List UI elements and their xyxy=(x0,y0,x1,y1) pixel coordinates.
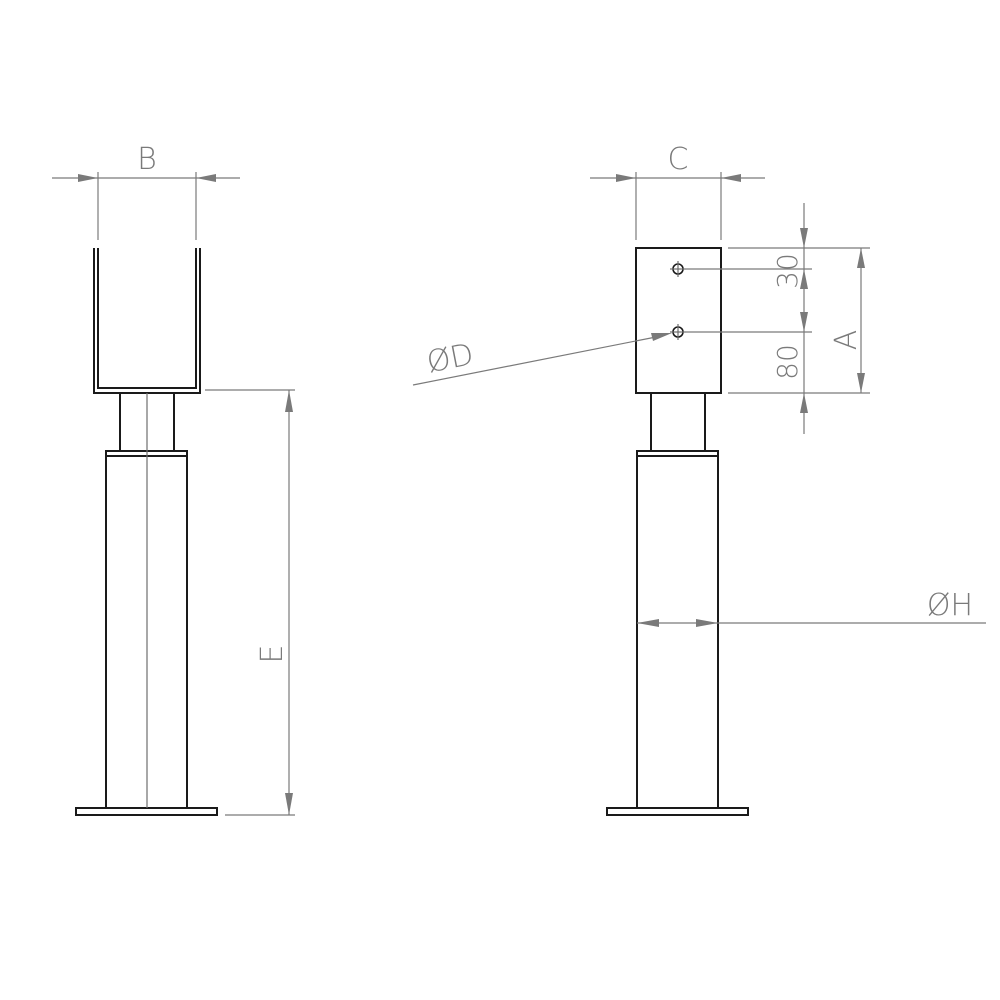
side-base-plate xyxy=(606,807,749,816)
dim-c-label: C xyxy=(668,142,689,177)
dim-e-label: E xyxy=(255,645,290,664)
dim-h-arrow-right xyxy=(696,619,718,627)
dim-b-arrow-right xyxy=(196,174,216,182)
dim-30-label: 30 xyxy=(771,253,804,289)
front-view: B E xyxy=(52,142,295,816)
dim-d-arrow xyxy=(651,333,672,341)
dim-e-arrow-top xyxy=(285,390,293,412)
dim-a-arrow-bottom xyxy=(857,373,865,393)
dim-b-label: B xyxy=(137,142,157,177)
dim-a-label: A xyxy=(829,330,864,351)
side-neck xyxy=(650,392,706,452)
dim-30-arrow-top xyxy=(800,228,808,248)
dim-h-arrow-left xyxy=(637,619,659,627)
dim-e-arrow-bottom xyxy=(285,793,293,815)
dim-c-arrow-left xyxy=(616,174,636,182)
u-bracket xyxy=(93,248,201,394)
dim-a-arrow-top xyxy=(857,248,865,268)
dim-h-label: ØH xyxy=(927,588,973,623)
dim-80-arrow-top xyxy=(800,312,808,332)
side-view: C 30 80 A ØD ØH xyxy=(412,142,986,816)
upper-hole xyxy=(670,261,686,277)
base-plate xyxy=(75,807,218,816)
dim-c-arrow-right xyxy=(721,174,741,182)
dim-30-arrow-bottom xyxy=(800,269,808,289)
dim-80-arrow-bottom xyxy=(800,393,808,413)
dim-d-leader xyxy=(412,336,657,386)
lower-hole xyxy=(670,324,686,340)
side-tube xyxy=(636,455,719,809)
dim-b-arrow-left xyxy=(78,174,98,182)
dim-80-label: 80 xyxy=(771,344,804,380)
